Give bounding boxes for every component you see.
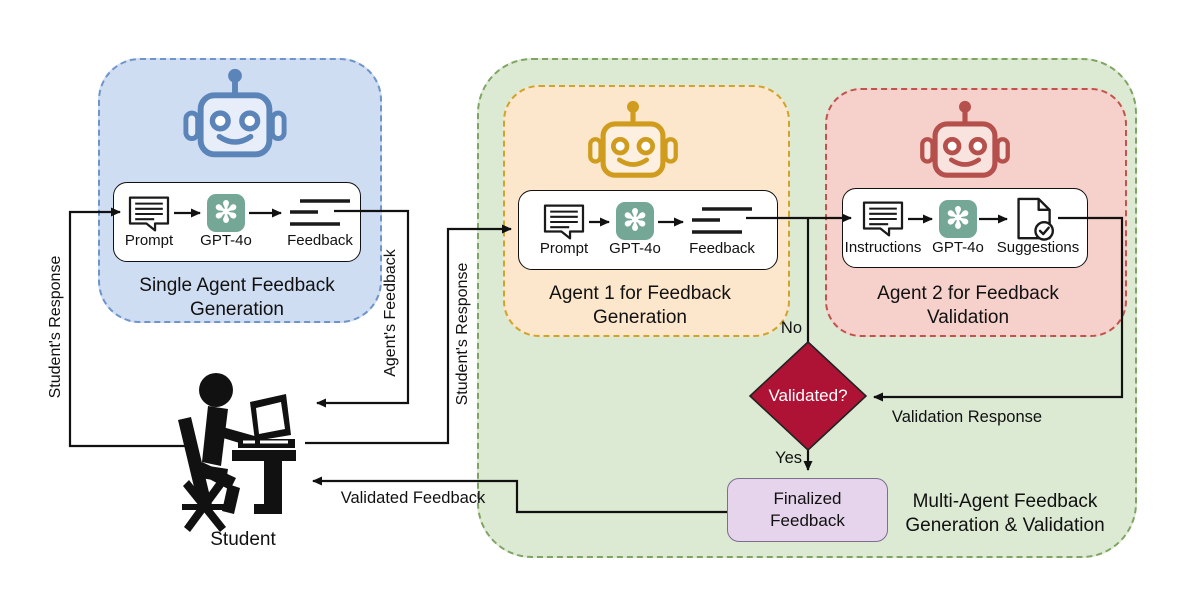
edge-label-students-response-left: Student's Response bbox=[47, 255, 64, 399]
robot-icon bbox=[920, 100, 1010, 178]
instructions-speech-bubble-icon bbox=[862, 201, 904, 237]
finalized-feedback-label: Finalized Feedback bbox=[770, 489, 845, 530]
edge-label-agents-feedback: Agent's Feedback bbox=[382, 249, 399, 377]
robot-icon bbox=[588, 100, 678, 178]
multi-agent-title: Multi-Agent Feedback Generation & Valida… bbox=[905, 491, 1105, 536]
decision-no-label: No bbox=[780, 319, 802, 337]
agent2-title: Agent 2 for Feedback Validation bbox=[877, 283, 1059, 328]
pipeline-step-label: Prompt bbox=[124, 232, 174, 249]
openai-logo-icon: ✻ bbox=[207, 194, 245, 232]
pipeline-step-label: Feedback bbox=[689, 240, 755, 257]
pipeline-step-label: GPT-4o bbox=[200, 232, 252, 249]
feedback-text-lines-icon bbox=[290, 199, 350, 226]
suggestions-document-check-icon bbox=[1017, 197, 1054, 241]
student-figure bbox=[178, 373, 296, 532]
edge-label-validation-response: Validation Response bbox=[891, 408, 1043, 426]
prompt-speech-bubble-icon bbox=[543, 204, 585, 240]
openai-logo-icon: ✻ bbox=[616, 202, 654, 240]
pipeline-step-label: GPT-4o bbox=[609, 240, 661, 257]
single-agent-title: Single Agent Feedback Generation bbox=[139, 275, 335, 320]
feedback-text-lines-icon bbox=[692, 207, 752, 234]
decision-yes-label: Yes bbox=[775, 449, 802, 467]
pipeline-step-label: GPT-4o bbox=[932, 239, 984, 256]
edge-label-students-response-right: Student's Response bbox=[454, 262, 471, 406]
robot-icon bbox=[183, 68, 287, 158]
finalized-feedback-box: Finalized Feedback bbox=[727, 478, 888, 542]
agent1-title: Agent 1 for Feedback Generation bbox=[549, 283, 731, 328]
decision-question: Validated? bbox=[768, 386, 848, 405]
pipeline-step-label: Instructions bbox=[844, 239, 922, 256]
pipeline-step-label: Prompt bbox=[539, 240, 589, 257]
pipeline-step-label: Feedback bbox=[287, 232, 353, 249]
prompt-speech-bubble-icon bbox=[128, 196, 170, 232]
pipeline-step-label: Suggestions bbox=[996, 239, 1080, 256]
student-label: Student bbox=[210, 529, 276, 550]
edge-label-validated-feedback: Validated Feedback bbox=[340, 489, 486, 507]
openai-logo-icon: ✻ bbox=[939, 200, 977, 238]
